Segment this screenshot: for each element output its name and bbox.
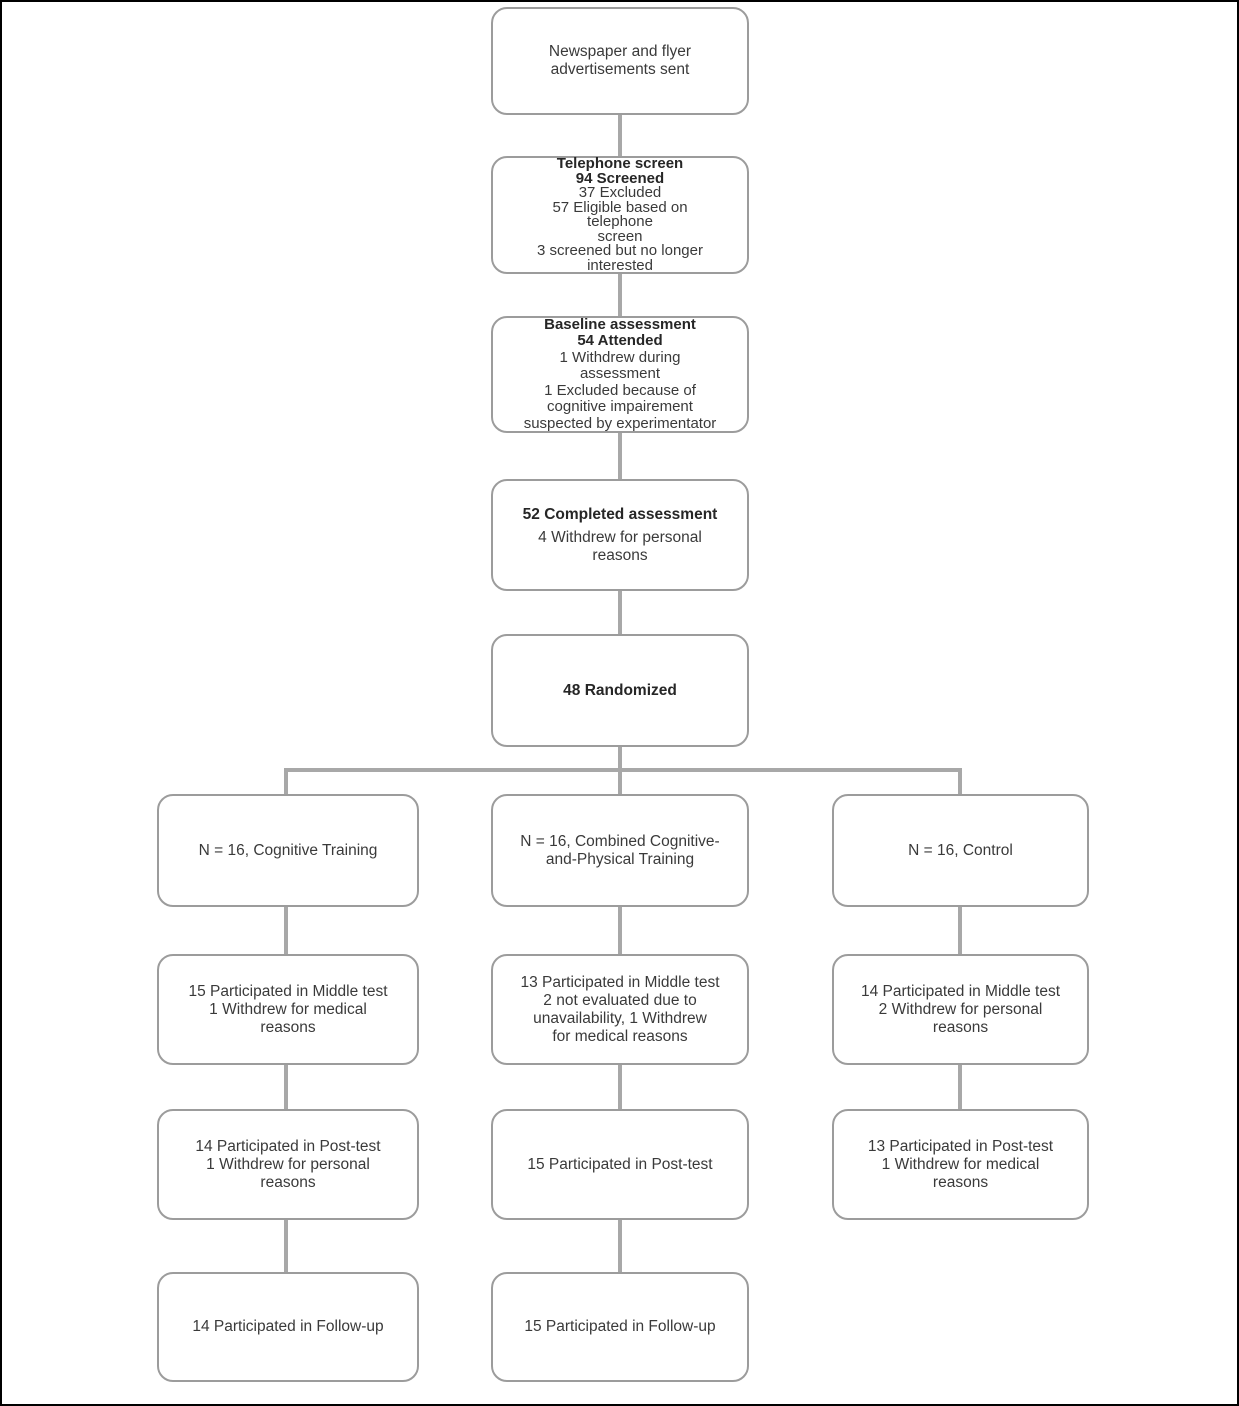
connector-right-middle-post [958, 1063, 962, 1109]
text-line: 1 Withdrew for medical [209, 1000, 367, 1018]
node-cognitive-middle-test: 15 Participated in Middle test 1 Withdre… [157, 954, 419, 1065]
node-combined-middle-test: 13 Participated in Middle test 2 not eva… [491, 954, 749, 1065]
connector-branch-left [284, 770, 288, 796]
text-line: 2 Withdrew for personal [878, 1000, 1043, 1018]
connector-telephone-baseline [618, 272, 622, 318]
connector-left-post-followup [284, 1218, 288, 1272]
node-baseline-assessment: Baseline assessment 54 Attended 1 Withdr… [491, 316, 749, 433]
connector-mid-post-followup [618, 1218, 622, 1272]
text-line: 1 Withdrew for personal [206, 1155, 370, 1173]
text-line: reasons [260, 1018, 316, 1036]
connector-ads-telephone [618, 112, 622, 158]
text-line: 15 Participated in Post-test [527, 1155, 713, 1173]
text-line: 15 Participated in Follow-up [524, 1318, 716, 1335]
text-line: N = 16, Combined Cognitive- [520, 832, 720, 850]
connector-branch-horizontal [284, 768, 962, 772]
text-line: 54 Attended [577, 332, 663, 350]
text-line: suspected by experimentator [523, 414, 717, 432]
node-control-middle-test: 14 Participated in Middle test 2 Withdre… [832, 954, 1089, 1065]
node-combined-followup: 15 Participated in Follow-up [491, 1272, 749, 1382]
text-line: screen [597, 227, 643, 245]
text-line: 13 Participated in Middle test [520, 973, 720, 991]
text-line: Newspaper and flyer [548, 43, 692, 60]
text-line: 52 Completed assessment [522, 505, 718, 523]
text-line: 14 Participated in Follow-up [192, 1318, 384, 1335]
text-line: interested [587, 256, 653, 274]
node-cognitive-followup: 14 Participated in Follow-up [157, 1272, 419, 1382]
node-telephone-screen: Telephone screen 94 Screened 37 Excluded… [491, 156, 749, 274]
node-control-post-test: 13 Participated in Post-test 1 Withdrew … [832, 1109, 1089, 1220]
connector-mid-middle-post [618, 1063, 622, 1109]
connector-branch-middle [618, 770, 622, 796]
node-advertisements: Newspaper and flyer advertisements sent [491, 7, 749, 115]
node-cognitive-post-test: 14 Participated in Post-test 1 Withdrew … [157, 1109, 419, 1220]
node-combined-post-test: 15 Participated in Post-test [491, 1109, 749, 1220]
node-control-allocation: N = 16, Control [832, 794, 1089, 907]
connector-left-allocation-middle [284, 905, 288, 954]
text-line: reasons [932, 1018, 989, 1036]
text-line: 14 Participated in Post-test [195, 1137, 381, 1155]
text-line: cognitive impairement [547, 398, 693, 416]
node-completed-assessment: 52 Completed assessment 4 Withdrew for p… [491, 479, 749, 591]
connector-completed-randomized [618, 589, 622, 636]
text-line: for medical reasons [552, 1027, 688, 1045]
text-line: advertisements sent [550, 61, 690, 78]
text-line: 48 Randomized [563, 681, 677, 699]
text-line: unavailability, 1 Withdrew [533, 1009, 707, 1027]
node-cognitive-allocation: N = 16, Cognitive Training [157, 794, 419, 907]
text-line: 1 Withdrew during [559, 348, 681, 366]
text-line: 2 not evaluated due to [543, 991, 697, 1009]
text-line: 4 Withdrew for personal [538, 528, 702, 546]
text-line: reasons [932, 1173, 989, 1191]
text-line: N = 16, Control [908, 841, 1013, 859]
text-line: 13 Participated in Post-test [867, 1137, 1054, 1155]
text-line: 94 Screened [575, 169, 665, 187]
text-line: Baseline assessment [544, 315, 696, 333]
text-line: reasons [592, 546, 648, 564]
connector-branch-right [958, 770, 962, 796]
connector-left-middle-post [284, 1063, 288, 1109]
connector-right-allocation-middle [958, 905, 962, 954]
text-line: 1 Excluded because of [544, 381, 696, 399]
connector-mid-allocation-middle [618, 905, 622, 954]
text-line: assessment [579, 365, 661, 383]
text-line: 3 screened but no longer [537, 242, 703, 259]
text-line: 1 Withdrew for medical [881, 1155, 1040, 1173]
connector-randomized-branch [618, 745, 622, 772]
text-line: 15 Participated in Middle test [188, 982, 388, 1000]
connector-baseline-completed [618, 431, 622, 481]
text-line: reasons [260, 1173, 316, 1191]
text-line: N = 16, Cognitive Training [198, 841, 378, 859]
text-line: 37 Excluded [578, 184, 662, 201]
text-line: 57 Eligible based on [552, 198, 688, 216]
text-line: and-Physical Training [545, 850, 695, 868]
text-line: telephone [587, 213, 653, 230]
text-line: 14 Participated in Middle test [860, 982, 1061, 1000]
text-line: Telephone screen [556, 155, 684, 172]
node-randomized: 48 Randomized [491, 634, 749, 747]
node-combined-allocation: N = 16, Combined Cognitive- and-Physical… [491, 794, 749, 907]
